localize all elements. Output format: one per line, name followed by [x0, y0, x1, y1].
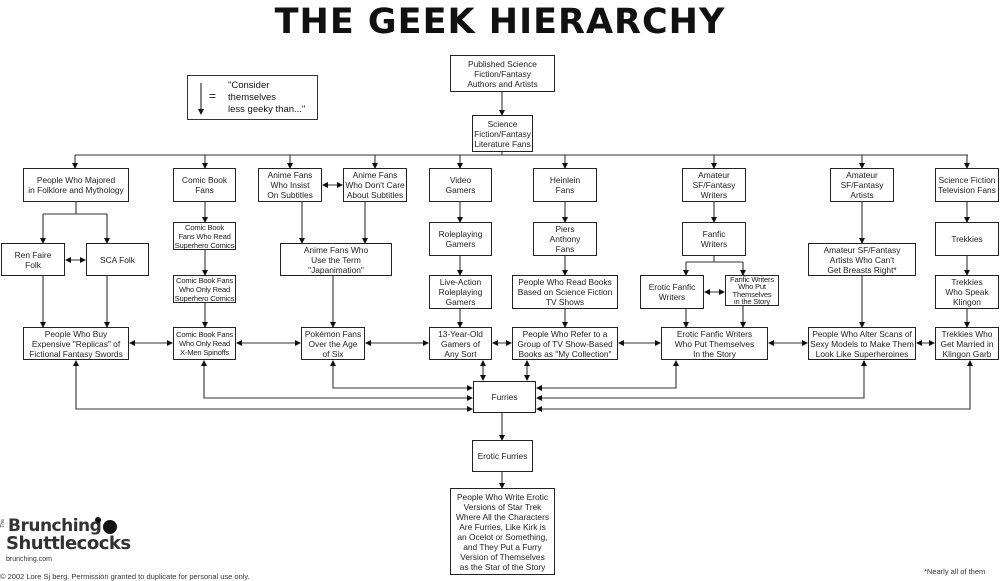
node-xmen: Comic Book Fans Who Only Read X-Men Spin… [173, 327, 236, 360]
node-roleplaying: Roleplaying Gamers [429, 222, 492, 256]
footnote: *Nearly all of them [924, 567, 986, 576]
node-literature-fans: Science Fiction/Fantasy Literature Fans [472, 115, 533, 152]
node-klingon-garb: Trekkies Who Get Married in Klingon Garb [935, 327, 999, 360]
down-arrow-icon [198, 83, 204, 115]
node-breasts: Amateur SF/Fantasy Artists Who Can't Get… [808, 243, 916, 276]
arrow [201, 360, 473, 401]
node-video-gamers: Video Gamers [429, 168, 492, 202]
logo-line2: Shuttlecocks [6, 533, 131, 554]
node-tv-books: People Who Read Books Based on Science F… [512, 275, 618, 309]
node-ren-faire: Ren Faire Folk [1, 243, 65, 276]
node-sf-tv-fans: Science Fiction Television Fans [935, 168, 999, 202]
node-furries: Furries [473, 381, 536, 413]
arrow [536, 360, 973, 412]
node-self-insert: Fanfic Writers Who Put Themselves in the… [725, 275, 779, 306]
node-amateur-artists: Amateur SF/Fantasy Artists [830, 168, 894, 202]
node-fanfic-writers: Fanfic Writers [682, 222, 746, 256]
line [686, 256, 743, 263]
line [75, 152, 968, 156]
node-larp: Live-Action Roleplaying Gamers [429, 275, 492, 309]
node-published-authors: Published Science Fiction/Fantasy Author… [450, 55, 555, 92]
node-sca-folk: SCA Folk [86, 243, 149, 276]
legend-equals: = [209, 89, 217, 103]
node-pokemon: Pokémon Fans Over the Age of Six [301, 327, 365, 360]
legend: = "Consider themselves less geeky than..… [187, 75, 318, 120]
copyright: © 2002 Lore Sj berg. Permission granted … [0, 572, 250, 581]
node-13-year-old: 13-Year-Old Gamers of Any Sort [429, 327, 492, 360]
node-heinlein: Heinlein Fans [533, 168, 597, 202]
node-japanimation: Anime Fans Who Use the Term "Japanimatio… [280, 243, 392, 276]
node-anime-subtitles: Anime Fans Who Insist On Subtitles [258, 168, 322, 202]
node-folklore: People Who Majored in Folklore and Mytho… [23, 168, 129, 202]
node-klingon-speakers: Trekkies Who Speak Klingon [935, 275, 999, 309]
node-anime-no-subtitles: Anime Fans Who Don't Care About Subtitle… [343, 168, 407, 202]
node-my-collection: People Who Refer to a Group of TV Show-B… [512, 327, 618, 360]
arrow [73, 360, 473, 412]
legend-text: "Consider themselves less geeky than..." [228, 80, 306, 115]
shuttlecock-ball-icon [103, 520, 117, 534]
node-erotic-fanfic: Erotic Fanfic Writers [640, 275, 704, 309]
node-comic-fans: Comic Book Fans [173, 168, 236, 202]
logo-line1: Brunching [8, 516, 102, 536]
node-altered-scans: People Who Alter Scans of Sexy Models to… [808, 327, 916, 360]
node-erotic-furries: Erotic Furries [472, 440, 533, 472]
line [43, 202, 107, 215]
logo-the: The [0, 519, 6, 528]
node-piers-anthony: Piers Anthony Fans [533, 222, 597, 256]
node-erotic-self-insert: Erotic Fanfic Writers Who Put Themselves… [661, 327, 768, 360]
node-star-trek-furry-fiction: People Who Write Erotic Versions of Star… [450, 488, 555, 575]
arrow [536, 360, 679, 391]
arrow [536, 360, 867, 401]
node-trekkies: Trekkies [935, 222, 999, 256]
node-only-superhero: Comic Book Fans Who Only Read Superhero … [173, 275, 236, 303]
logo-domain: brunching.com [6, 556, 52, 563]
node-amateur-writers: Amateur SF/Fantasy Writers [682, 168, 746, 202]
arrow [330, 360, 473, 391]
node-superhero-readers: Comic Book Fans Who Read Superhero Comic… [173, 222, 236, 250]
shuttlecock-dot-icon [95, 517, 101, 523]
page-title: THE GEEK HIERARCHY [274, 2, 726, 42]
node-replicas: People Who Buy Expensive "Replicas" of F… [23, 327, 129, 360]
brunching-logo: The Brunching Shuttlecocks brunching.com [0, 516, 140, 571]
